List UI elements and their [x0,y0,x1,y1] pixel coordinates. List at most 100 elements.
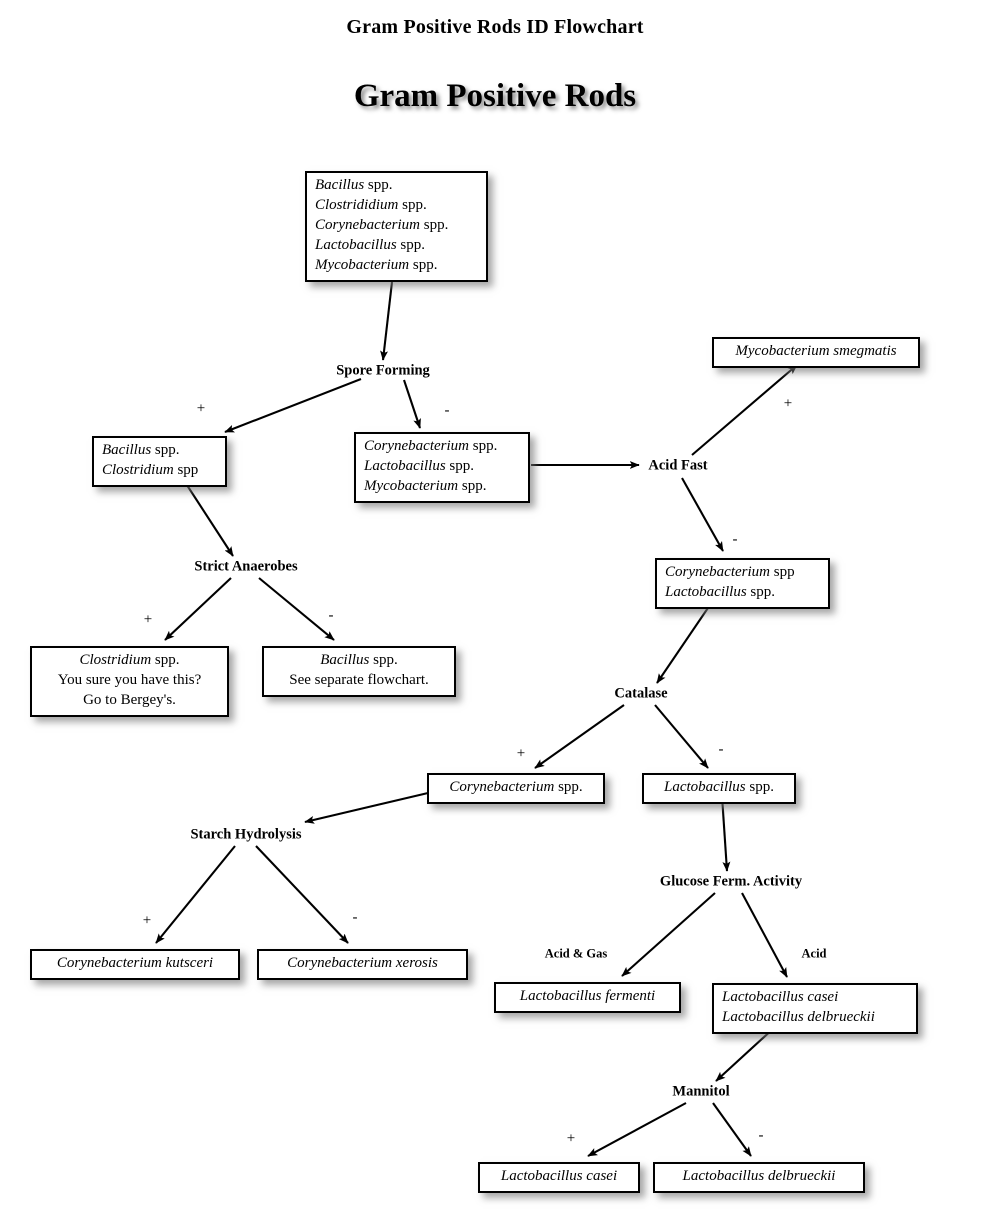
edge-label-lacto-casei-delb: Acid [801,946,827,961]
taxon-name: Bacillus [315,177,365,193]
node-clostridium-bergeys: Clostridium spp.You sure you have this?G… [30,646,229,717]
node-line: Corynebacterium spp. [437,778,595,798]
taxon-name: Corynebacterium [665,564,770,580]
edge-glucose-ferm-to-lacto-casei-delb [741,892,788,978]
decision-catalase: Catalase [614,685,668,702]
node-line: Corynebacterium xerosis [267,954,458,974]
node-root: Bacillus spp.Clostrididium spp.Corynebac… [305,171,488,282]
taxon-name: Mycobacterium smegmatis [735,343,897,359]
edge-acid-fast-to-myco-smegmatis [691,364,798,456]
edge-strict-anaerobes-to-bacillus-separate [258,577,335,641]
node-coryne-xerosis: Corynebacterium xerosis [257,949,468,980]
node-myco-smegmatis: Mycobacterium smegmatis [712,337,920,368]
taxon-name: Corynebacterium [364,438,469,454]
page-caption: Gram Positive Rods ID Flowchart [346,16,644,38]
decision-glucose-ferm: Glucose Ferm. Activity [659,873,803,890]
node-line: Mycobacterium spp. [315,256,478,276]
taxon-name: Lactobacillus delbrueckii [722,1008,875,1025]
taxon-qualifier: You sure you have this? [57,671,202,688]
taxon-name: Corynebacterium kutsceri [56,955,214,971]
node-lacto-casei: Lactobacillus casei [478,1162,640,1193]
decision-mannitol: Mannitol [672,1083,730,1100]
taxon-qualifier: spp. [409,256,438,273]
taxon-name: Lactobacillus casei [500,1168,618,1184]
taxon-qualifier: See separate flowchart. [289,671,429,688]
taxon-name: Lactobacillus [315,236,397,253]
edge-label-myco-smegmatis: + [783,395,793,412]
taxon-qualifier: spp. [468,438,498,454]
taxon-name: Lactobacillus delbrueckii [682,1168,836,1184]
decision-acid-fast: Acid Fast [648,457,708,474]
edge-strict-anaerobes-to-clostridium-bergeys [164,577,232,641]
node-line: You sure you have this? [40,671,219,691]
edge-label-bacillus-clostridium: + [196,400,206,417]
edge-lacto-spp-to-glucose-ferm [720,795,731,872]
edge-label-coryne-lacto-myco: - [444,402,450,419]
node-line: Lactobacillus fermenti [504,987,671,1007]
node-line: Corynebacterium spp [665,563,820,583]
edge-starch-hydrolysis-to-coryne-kutsceri [155,845,236,944]
node-line: Lactobacillus spp. [665,583,820,603]
edge-catalase-to-coryne-spp [534,704,625,769]
node-lacto-fermenti: Lactobacillus fermenti [494,982,681,1013]
edge-label-lacto-delbrueckii: - [758,1127,764,1144]
taxon-qualifier: spp. [554,779,583,795]
edge-label-bacillus-separate: - [328,607,334,624]
taxon-qualifier: spp. [396,236,426,253]
decision-strict-anaerobes: Strict Anaerobes [194,558,298,575]
taxon-name: Bacillus [102,442,152,458]
taxon-name: Corynebacterium [315,216,420,233]
taxon-qualifier: spp. [151,442,180,458]
taxon-name: Bacillus [320,652,370,668]
node-line: Bacillus spp. [315,176,478,196]
taxon-qualifier: spp. [151,652,180,668]
edge-label-coryne-kutsceri: + [142,912,152,929]
edge-label-coryne-spp: + [516,745,526,762]
node-bacillus-clostridium: Bacillus spp. Clostridium spp [92,436,227,487]
edge-group [155,281,798,1157]
edge-spore-forming-to-coryne-lacto-myco [403,379,421,429]
taxon-name: Clostridium [102,461,174,478]
taxon-qualifier: spp. [364,177,393,193]
taxon-name: Lactobacillus fermenti [519,988,656,1004]
edge-label-lacto-fermenti: Acid & Gas [544,946,608,961]
taxon-qualifier: spp. [745,779,774,795]
edge-lacto-casei-delb-to-mannitol [715,1026,776,1082]
taxon-name: Clostrididium [315,196,399,213]
node-line: Corynebacterium spp. [364,437,520,457]
node-line: Corynebacterium kutsceri [40,954,230,974]
taxon-name: Corynebacterium xerosis [287,955,438,971]
taxon-qualifier: spp. [419,216,449,233]
node-line: Lactobacillus spp. [315,236,478,256]
taxon-qualifier: spp. [458,477,487,494]
taxon-name: Mycobacterium [315,256,410,273]
node-line: Mycobacterium spp. [364,477,520,497]
node-line: Clostridium spp [102,461,217,481]
taxon-qualifier: spp [173,461,199,478]
node-line: Clostrididium spp. [315,196,478,216]
edge-coryne-lacto-to-catalase [656,601,713,684]
node-line: Lactobacillus casei [488,1167,630,1187]
edge-label-coryne-lacto: - [732,531,738,548]
node-lacto-spp: Lactobacillus spp. [642,773,796,804]
edge-label-lacto-casei: + [566,1130,576,1147]
taxon-qualifier: spp. [445,457,475,474]
edge-spore-forming-to-bacillus-clostridium [224,378,362,433]
node-line: Lactobacillus spp. [652,778,786,798]
taxon-name: Clostridium [79,652,152,668]
edge-glucose-ferm-to-lacto-fermenti [621,892,716,977]
node-line: Lactobacillus delbrueckii [722,1008,908,1028]
taxon-name: Lactobacillus [665,583,747,600]
edge-bacillus-clostridium-to-strict-anaerobes [182,478,234,557]
taxon-qualifier: spp. [369,652,398,668]
edge-mannitol-to-lacto-casei [587,1102,687,1157]
node-line: See separate flowchart. [272,671,446,691]
node-lacto-delbrueckii: Lactobacillus delbrueckii [653,1162,865,1193]
edge-starch-hydrolysis-to-coryne-xerosis [255,845,349,944]
node-line: Lactobacillus spp. [364,457,520,477]
taxon-name: Lactobacillus [663,779,746,795]
